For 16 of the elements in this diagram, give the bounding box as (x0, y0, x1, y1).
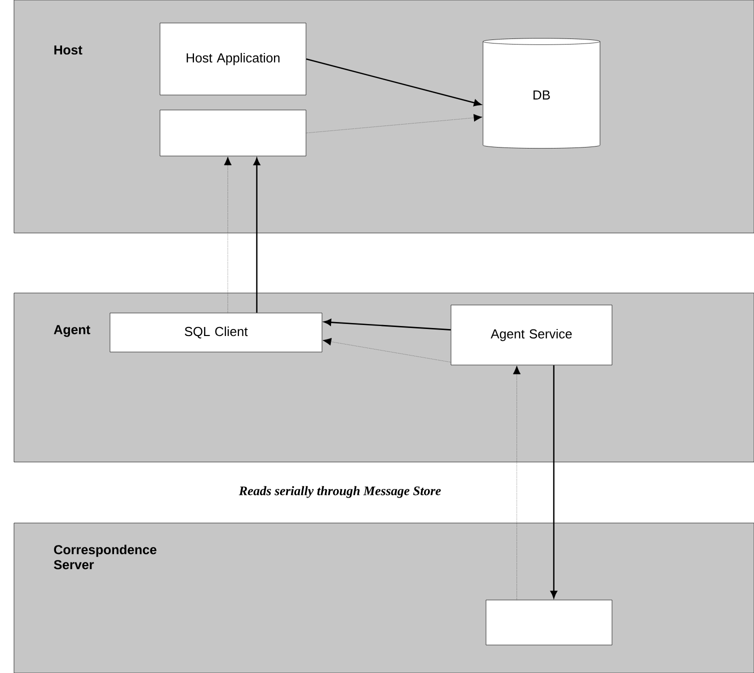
arrow (224, 156, 232, 313)
band: Correspondence Server (14, 522, 754, 673)
arrow (512, 366, 521, 600)
process-box: SQL Client (110, 312, 322, 352)
database-cylinder: DB (482, 38, 600, 149)
process-box (160, 110, 306, 156)
process-box (486, 600, 612, 646)
arrow (322, 338, 451, 362)
arrow (253, 158, 260, 313)
arrow (306, 58, 482, 106)
note-text: Reads serially through Message Store (238, 486, 441, 498)
process-box: Host Application (160, 22, 306, 96)
arrow (306, 114, 482, 134)
process-box: Agent Service (450, 304, 612, 366)
arrow (550, 365, 558, 598)
arrow (324, 318, 451, 330)
